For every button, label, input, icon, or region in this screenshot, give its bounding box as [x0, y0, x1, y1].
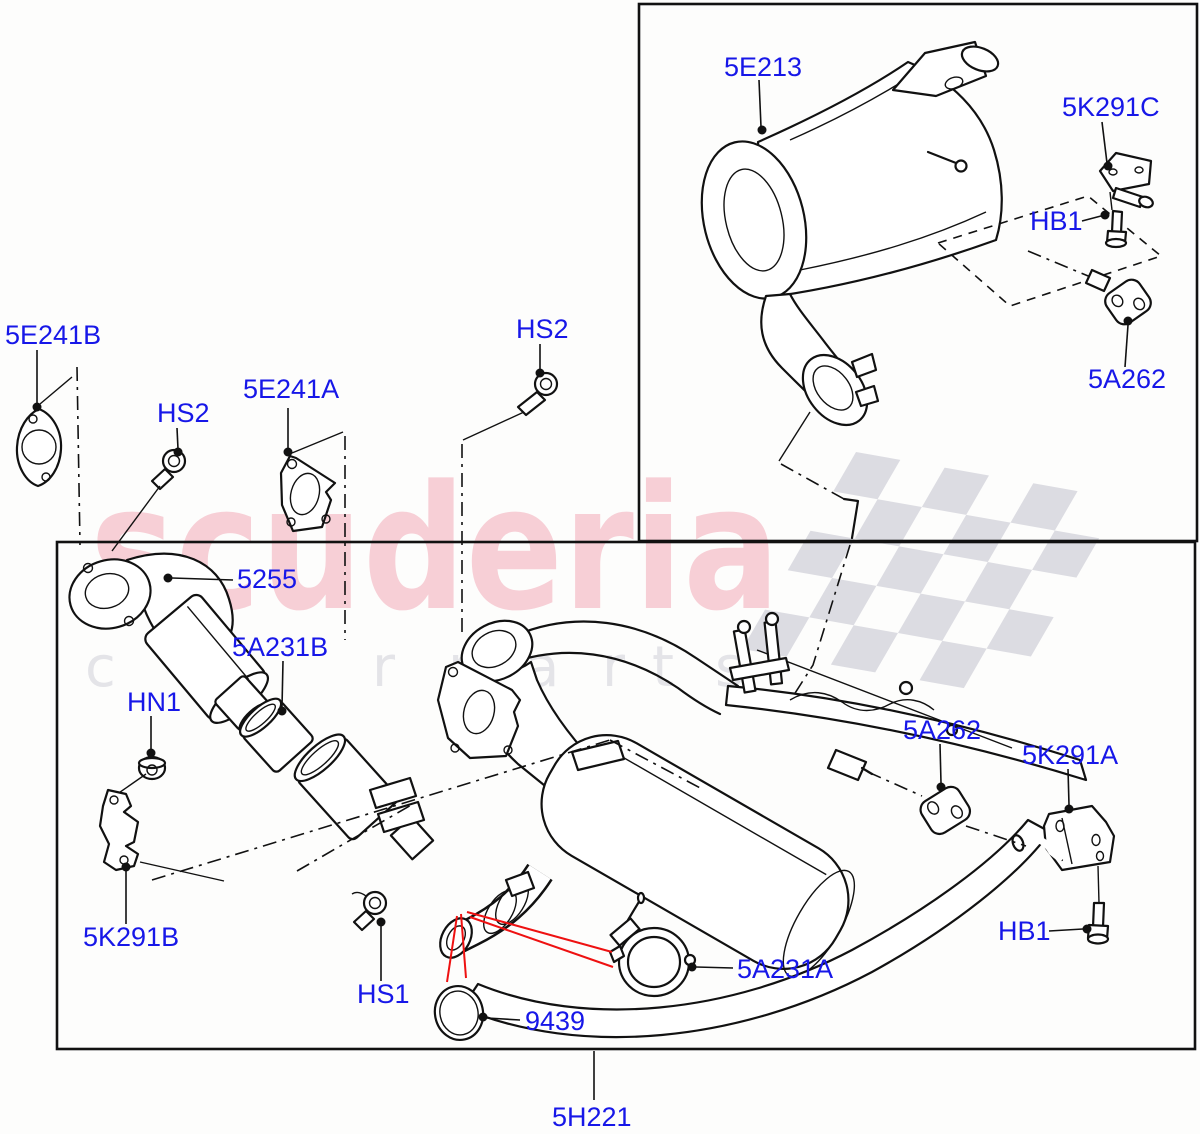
part-number: HS2: [516, 314, 569, 344]
catalytic-converter-assembly: [436, 611, 1088, 1039]
part-number: 5255: [237, 564, 297, 594]
watermark-letter: c: [85, 635, 116, 700]
flex-sleeve: [293, 733, 399, 841]
callout-5A262-upper: 5A262: [1088, 316, 1166, 394]
construction-lines: [151, 739, 1027, 881]
part-number: HS1: [357, 979, 410, 1009]
callout-5A231B: 5A231B: [232, 632, 328, 716]
bracket-5K291C: [1098, 151, 1154, 211]
part-number: HS2: [157, 398, 210, 428]
nut-HN1: [112, 755, 167, 798]
part-number: 5K291A: [1022, 740, 1118, 770]
callout-HB1-lower: HB1: [998, 916, 1092, 946]
callout-5E241A: 5E241A: [243, 374, 344, 457]
bolt-HS2-left: [111, 448, 187, 552]
callout-5K291C: 5K291C: [1062, 92, 1160, 171]
watermark-letter: r: [372, 635, 396, 700]
part-number: 9439: [525, 1006, 585, 1036]
callout-5E213: 5E213: [724, 52, 802, 135]
part-number: 5E213: [724, 52, 802, 82]
flex-coupling-5A231B: [239, 697, 435, 861]
gasket-axis-left: [76, 366, 81, 546]
part-number: 5K291C: [1062, 92, 1160, 122]
callout-HS1: HS1: [357, 917, 410, 1009]
bolt-HS1: [351, 890, 388, 932]
hanger-pin: [926, 150, 958, 165]
callout-5K291A: 5K291A: [1022, 740, 1118, 814]
callout-5H221: 5H221: [552, 1051, 632, 1132]
front-outlet-pipe: [439, 863, 553, 959]
bolt-HS2-right: [462, 371, 559, 441]
clamp-5A231A: [608, 891, 697, 998]
watermark-checkered-flag: [742, 452, 1100, 689]
gasket-5E241B: [15, 407, 63, 488]
callout-5255: 5255: [163, 564, 297, 594]
part-number: 5A231A: [737, 954, 833, 984]
right-stub: [826, 748, 868, 782]
support-frame: [724, 684, 1088, 782]
watermark-letter: t: [652, 635, 674, 700]
bolt-HB1-lower: [1086, 901, 1110, 945]
part-number: HB1: [1030, 206, 1083, 236]
callout-5A262-lower: 5A262: [903, 715, 981, 792]
callout-HB1-upper: HB1: [1030, 206, 1110, 236]
mount-diamond: [936, 195, 1163, 307]
part-number: 5A262: [903, 715, 981, 745]
callout-9439: 9439: [478, 1006, 585, 1036]
part-number: 5E241B: [5, 320, 101, 350]
part-number: 5A262: [1088, 364, 1166, 394]
dpf-canister: [540, 734, 856, 978]
part-number: HN1: [127, 687, 181, 717]
rear-silencer: [700, 40, 1003, 427]
callout-HS2-right: HS2: [516, 314, 569, 378]
callout-5K291B: 5K291B: [83, 862, 179, 952]
callouts: 5E213 5K291C HB1 5A262 5E241B HS2: [5, 52, 1166, 1132]
hanger-5A262-upper: [1084, 268, 1152, 326]
part-number: 5H221: [552, 1102, 632, 1132]
part-number: HB1: [998, 916, 1051, 946]
assembly-flange: [436, 660, 522, 760]
bolt-HB1-upper: [1104, 209, 1128, 249]
downpipe-flange: [68, 558, 152, 630]
callout-5A231A: 5A231A: [687, 954, 833, 984]
bracket-5K291A: [1011, 804, 1116, 904]
watermark-letter: r: [602, 635, 626, 700]
hanger-5A262-lower: [919, 785, 972, 836]
drain-hole: [944, 76, 964, 90]
part-number: 5E241A: [243, 374, 339, 404]
highlight-pointers: [446, 911, 614, 983]
frame-posts: [728, 611, 791, 694]
sensor-wire: [789, 692, 935, 712]
callout-HS2-left: HS2: [157, 398, 210, 457]
gasket-5E241A: [279, 454, 337, 533]
dpf-label-plate: [570, 739, 626, 772]
gasket-9439: [433, 985, 485, 1041]
part-number: 5K291B: [83, 922, 179, 952]
main-box: [55, 540, 1197, 1051]
part-number: 5A231B: [232, 632, 328, 662]
bracket-5K291B: [98, 788, 225, 882]
callout-HN1: HN1: [127, 687, 181, 758]
callout-5E241B: 5E241B: [5, 320, 101, 412]
